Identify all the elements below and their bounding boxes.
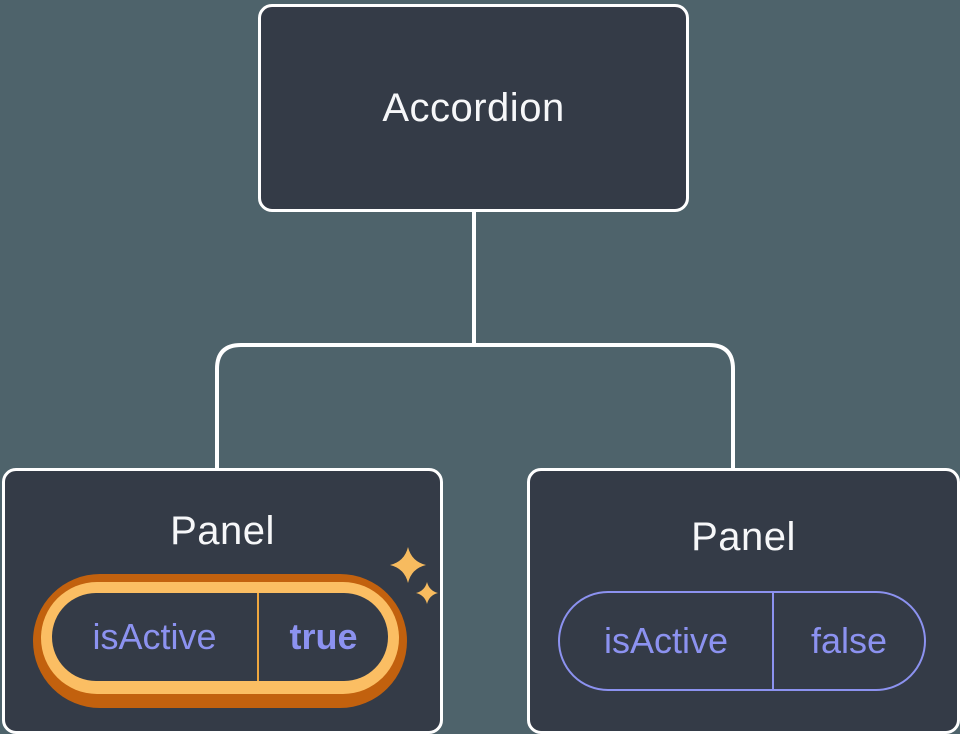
pill-divider [257, 593, 259, 681]
panel-label: Panel [170, 509, 275, 553]
state-pill-active: isActive true [33, 574, 407, 708]
component-box-accordion: Accordion [258, 4, 689, 212]
connector-branch [215, 343, 735, 472]
sparkles-icon [390, 547, 438, 604]
accordion-label: Accordion [382, 85, 565, 130]
pill-divider [772, 593, 774, 689]
prop-value-label: true [289, 616, 358, 657]
prop-name-label: isActive [92, 616, 217, 657]
prop-value-label: false [810, 620, 888, 661]
prop-name-label: isActive [603, 620, 729, 661]
panel-card-active: Panel isActive true [2, 468, 443, 734]
panel-card-inactive: Panel isActive false [527, 468, 960, 734]
panel-label: Panel [691, 515, 796, 559]
state-pill-active-ring: isActive true [41, 582, 399, 694]
state-pill-active-body: isActive true [52, 593, 388, 681]
state-pill-inactive: isActive false [558, 591, 926, 691]
